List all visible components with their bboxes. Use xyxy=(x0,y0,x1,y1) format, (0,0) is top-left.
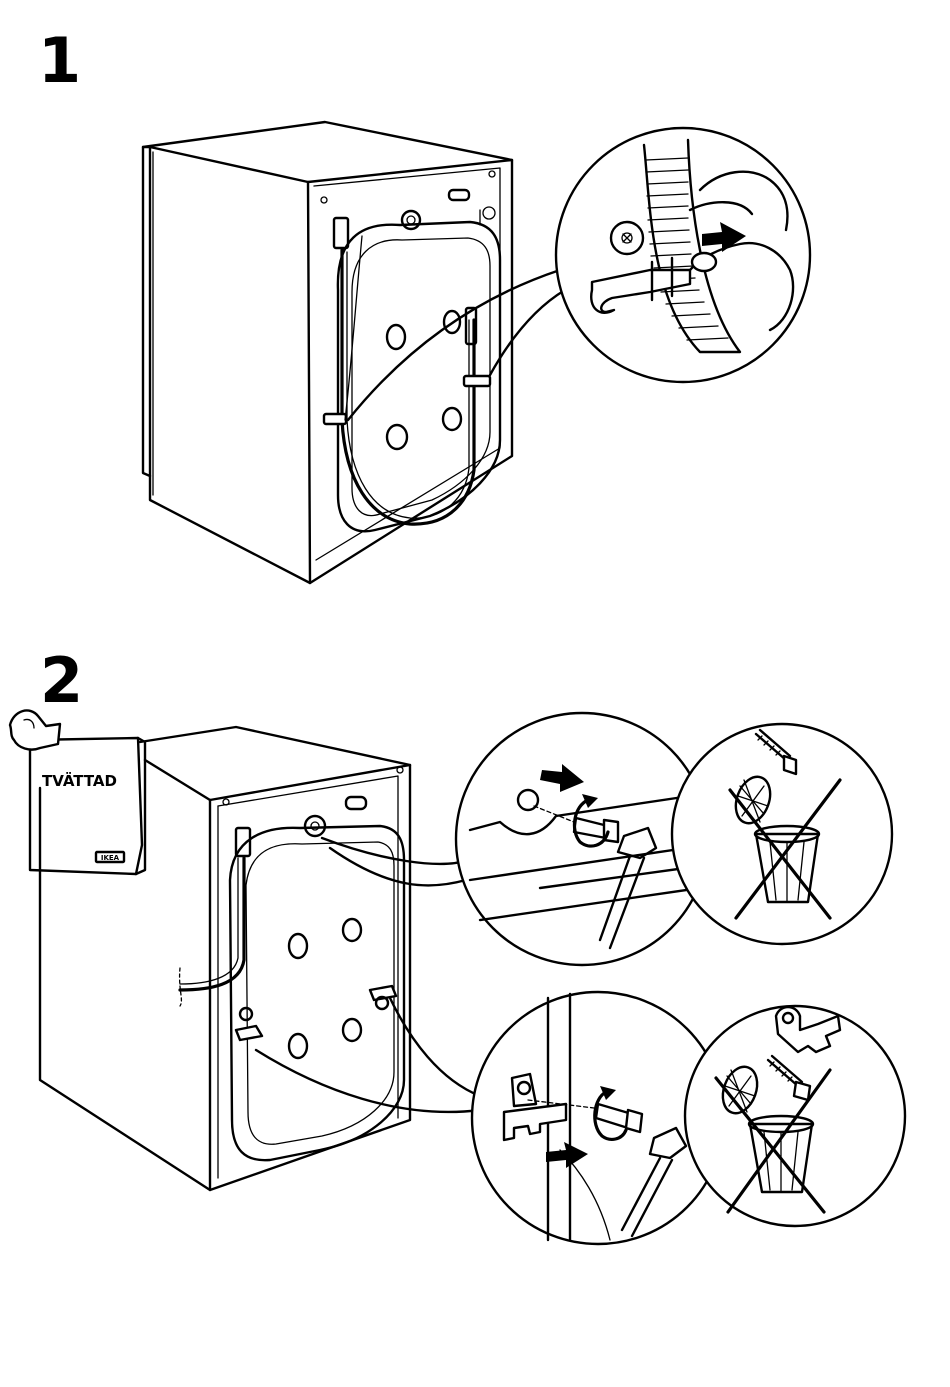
washer-back-view-step1 xyxy=(143,122,512,583)
booklet-logo: IKEA xyxy=(101,854,120,862)
booklet-icon: TVÄTTAD IKEA xyxy=(10,710,145,874)
detail-circle-hose-clip xyxy=(556,128,810,382)
detail-circle-remove-top-bolt xyxy=(456,713,708,965)
detail-circle-discard-top xyxy=(672,724,892,944)
booklet-title: TVÄTTAD xyxy=(42,771,117,790)
detail-circle-discard-bottom xyxy=(685,1006,905,1226)
